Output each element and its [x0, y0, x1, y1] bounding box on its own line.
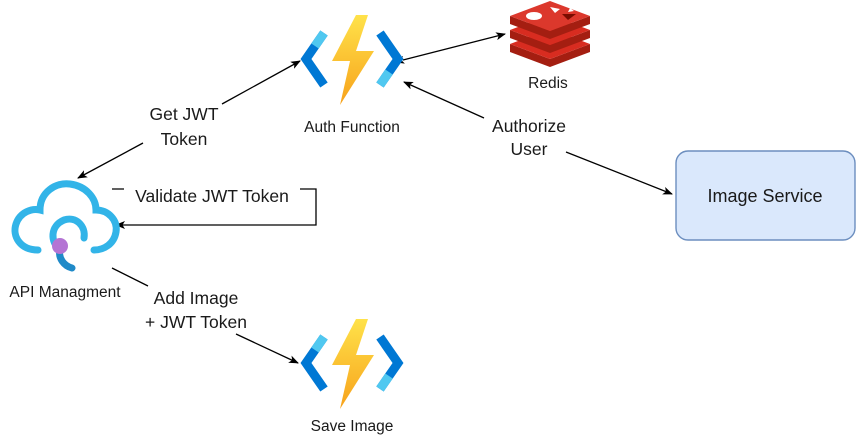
edge-add-image-upper — [111, 267, 149, 287]
auth-function-icon — [306, 15, 398, 105]
edge-authorize-upper — [403, 81, 485, 119]
save-image-function-icon — [306, 319, 398, 409]
api-management-cloud-icon — [11, 180, 120, 272]
image-service-box[interactable] — [675, 150, 856, 241]
edge-get-jwt-upper — [221, 60, 301, 105]
edge-authorize-lower — [565, 151, 673, 195]
add-image-label-line2: + JWT Token — [145, 312, 247, 332]
authorize-user-label-line2: User — [511, 139, 548, 159]
authorize-user-label-line1: Authorize — [492, 116, 566, 136]
edge-auth-redis — [394, 32, 506, 64]
redis-label: Redis — [528, 75, 568, 92]
validate-jwt-label: Validate JWT Token — [135, 186, 289, 206]
edge-add-image-lower — [235, 333, 299, 364]
api-management-label: API Managment — [9, 284, 121, 301]
edge-validate-jwt — [112, 188, 317, 225]
auth-function-label: Auth Function — [304, 119, 400, 136]
add-image-label-line1: Add Image — [154, 288, 239, 308]
redis-icon — [510, 1, 590, 67]
get-jwt-label-line2: Token — [161, 129, 208, 149]
save-image-label: Save Image — [311, 418, 394, 435]
get-jwt-label-line1: Get JWT — [149, 104, 218, 124]
edge-get-jwt-lower — [77, 142, 144, 179]
image-service-label[interactable]: Image Service — [707, 186, 822, 206]
